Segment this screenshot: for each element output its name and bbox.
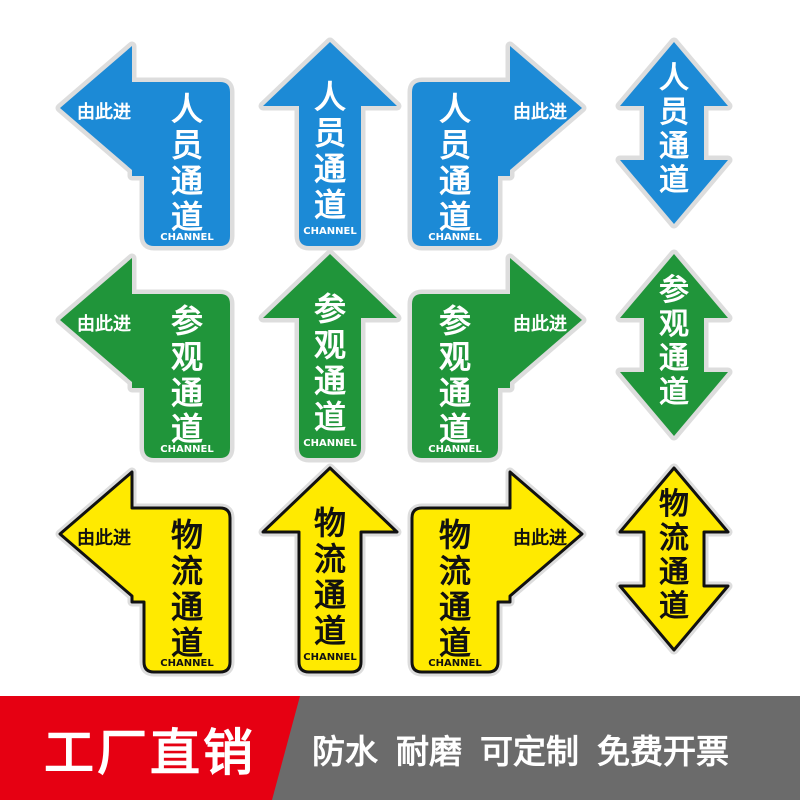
sign-r0-up-char-3: 道 bbox=[314, 186, 346, 224]
sign-r0-right-char-0: 人 bbox=[439, 90, 471, 128]
sign-r1-updown-char-1: 观 bbox=[659, 307, 689, 342]
feature-waterproof: 防水 bbox=[312, 732, 378, 771]
sign-r1-up-char-0: 参 bbox=[314, 290, 346, 328]
sign-r2-right-char-1: 流 bbox=[439, 552, 471, 590]
enter-here-label: 由此进 bbox=[513, 313, 567, 335]
sign-r0-up-char-0: 人 bbox=[314, 78, 346, 116]
footer-headline: 工厂直销 bbox=[44, 724, 256, 782]
feature-wear-resistant: 耐磨 bbox=[396, 732, 462, 771]
sign-r2-updown-char-2: 通 bbox=[659, 555, 689, 590]
sign-r1-updown-char-2: 通 bbox=[659, 341, 689, 376]
enter-here-label: 由此进 bbox=[513, 527, 567, 549]
channel-label: CHANNEL bbox=[160, 232, 214, 243]
sign-arrow-shape bbox=[412, 258, 582, 458]
sign-r2-up-char-3: 道 bbox=[314, 612, 346, 650]
sign-r1-right-char-0: 参 bbox=[439, 302, 471, 340]
channel-label: CHANNEL bbox=[303, 438, 357, 449]
feature-customizable: 可定制 bbox=[480, 732, 579, 771]
channel-label: CHANNEL bbox=[303, 652, 357, 663]
sign-r0-up-char-2: 通 bbox=[314, 150, 346, 188]
sign-r0-left-char-3: 道 bbox=[171, 198, 203, 236]
sign-arrow-shape bbox=[412, 46, 582, 246]
sign-r1-left-char-3: 道 bbox=[171, 410, 203, 448]
sign-r2-left-char-0: 物 bbox=[171, 516, 203, 554]
enter-here-label: 由此进 bbox=[77, 101, 131, 123]
sign-r1-left-char-2: 通 bbox=[171, 374, 203, 412]
sign-arrow-shape bbox=[620, 42, 728, 224]
sign-r1-updown-char-3: 道 bbox=[659, 375, 689, 410]
sign-r1-up-char-1: 观 bbox=[314, 326, 346, 364]
sign-r0-up-char-1: 员 bbox=[314, 114, 346, 152]
footer-red-banner bbox=[0, 696, 300, 800]
channel-label: CHANNEL bbox=[160, 658, 214, 669]
channel-label: CHANNEL bbox=[303, 226, 357, 237]
sign-r0-right-char-2: 通 bbox=[439, 162, 471, 200]
enter-here-label: 由此进 bbox=[513, 101, 567, 123]
sign-r0-updown-char-2: 通 bbox=[659, 129, 689, 164]
sign-r2-left-char-2: 通 bbox=[171, 588, 203, 626]
sign-r1-right-char-3: 道 bbox=[439, 410, 471, 448]
sign-r0-updown-char-3: 道 bbox=[659, 163, 689, 198]
sign-r2-updown-char-1: 流 bbox=[659, 521, 689, 556]
sign-arrow-shape bbox=[58, 470, 232, 674]
sign-r1-right-char-1: 观 bbox=[439, 338, 471, 376]
sign-r0-updown-char-0: 人 bbox=[659, 61, 689, 96]
sign-r2-left-char-3: 道 bbox=[171, 624, 203, 662]
channel-label: CHANNEL bbox=[428, 444, 482, 455]
sign-r2-up-char-2: 通 bbox=[314, 576, 346, 614]
footer-features: 防水 耐磨 可定制 免费开票 bbox=[312, 712, 792, 786]
sign-r2-up-char-0: 物 bbox=[314, 504, 346, 542]
sign-arrow-shape bbox=[263, 42, 397, 246]
sign-arrow-shape bbox=[263, 254, 397, 458]
sign-r0-left-char-0: 人 bbox=[171, 90, 203, 128]
sign-r0-updown-char-1: 员 bbox=[659, 95, 689, 130]
sign-grid: 由此进人员通道CHANNEL人员通道CHANNEL由此进人员通道CHANNEL人… bbox=[55, 37, 733, 677]
sign-arrow-shape bbox=[410, 470, 584, 674]
enter-here-label: 由此进 bbox=[77, 313, 131, 335]
enter-here-label: 由此进 bbox=[77, 527, 131, 549]
sign-r2-up-char-1: 流 bbox=[314, 540, 346, 578]
sign-r2-updown-char-0: 物 bbox=[659, 487, 689, 522]
sign-r1-up-char-2: 通 bbox=[314, 362, 346, 400]
feature-free-invoice: 免费开票 bbox=[597, 732, 729, 771]
sign-arrow-shape bbox=[60, 46, 230, 246]
channel-label: CHANNEL bbox=[428, 232, 482, 243]
sign-r2-right-char-0: 物 bbox=[439, 516, 471, 554]
sign-r1-left-char-0: 参 bbox=[171, 302, 203, 340]
sign-r0-right-char-1: 员 bbox=[439, 126, 471, 164]
sign-arrow-shape bbox=[261, 466, 399, 674]
sign-r0-left-char-1: 员 bbox=[171, 126, 203, 164]
sign-r2-left-char-1: 流 bbox=[171, 552, 203, 590]
sign-arrow-shape bbox=[620, 254, 728, 436]
sign-r2-right-char-3: 道 bbox=[439, 624, 471, 662]
sign-r1-up-char-3: 道 bbox=[314, 398, 346, 436]
sign-r2-updown-char-3: 道 bbox=[659, 589, 689, 624]
sign-r1-updown-char-0: 参 bbox=[659, 273, 689, 308]
sign-r1-left-char-1: 观 bbox=[171, 338, 203, 376]
sign-r2-right-char-2: 通 bbox=[439, 588, 471, 626]
sign-arrow-shape bbox=[60, 258, 230, 458]
sign-r1-right-char-2: 通 bbox=[439, 374, 471, 412]
sign-r0-left-char-2: 通 bbox=[171, 162, 203, 200]
sign-r0-right-char-3: 道 bbox=[439, 198, 471, 236]
channel-label: CHANNEL bbox=[428, 658, 482, 669]
channel-label: CHANNEL bbox=[160, 444, 214, 455]
sign-arrow-shape bbox=[618, 466, 730, 652]
